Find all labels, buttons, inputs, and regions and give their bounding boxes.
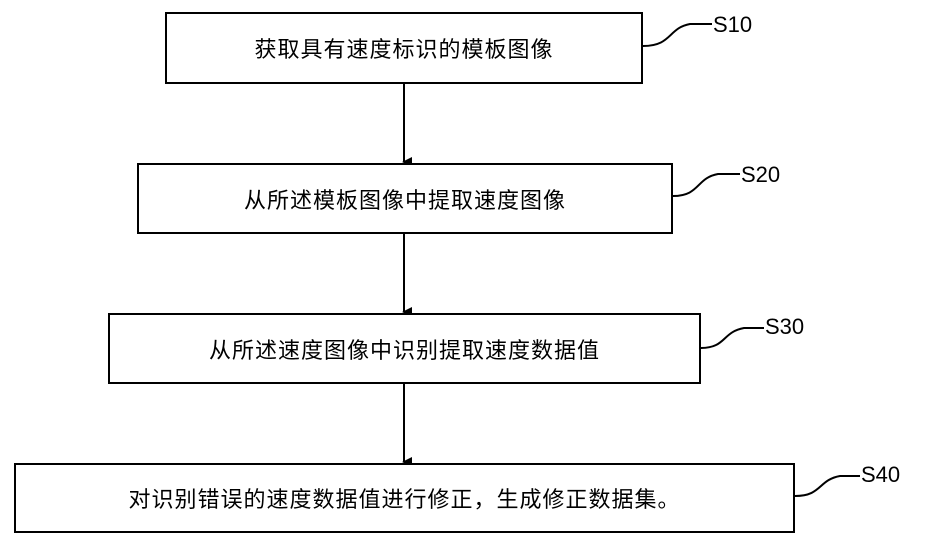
step-label-s40: S40 bbox=[861, 462, 901, 487]
step-text-s20: 从所述模板图像中提取速度图像 bbox=[243, 188, 566, 214]
step-text-s30: 从所述速度图像中识别提取速度数据值 bbox=[208, 338, 600, 364]
step-box-s30: 从所述速度图像中识别提取速度数据值 bbox=[108, 313, 701, 384]
step-text-s10: 获取具有速度标识的模板图像 bbox=[254, 38, 554, 63]
leader-s20 bbox=[672, 173, 740, 197]
step-label-s20: S20 bbox=[741, 162, 781, 187]
step-label-s10: S10 bbox=[713, 12, 753, 37]
step-box-s20: 从所述模板图像中提取速度图像 bbox=[137, 163, 673, 234]
leader-s30 bbox=[700, 327, 764, 349]
step-text-s40: 对识别错误的速度数据值进行修正，生成修正数据集。 bbox=[128, 488, 681, 513]
leader-s10 bbox=[642, 23, 712, 47]
leader-s40 bbox=[794, 475, 860, 497]
step-label-s30: S30 bbox=[765, 314, 805, 339]
step-box-s10: 获取具有速度标识的模板图像 bbox=[165, 12, 643, 84]
step-box-s40: 对识别错误的速度数据值进行修正，生成修正数据集。 bbox=[14, 463, 795, 533]
